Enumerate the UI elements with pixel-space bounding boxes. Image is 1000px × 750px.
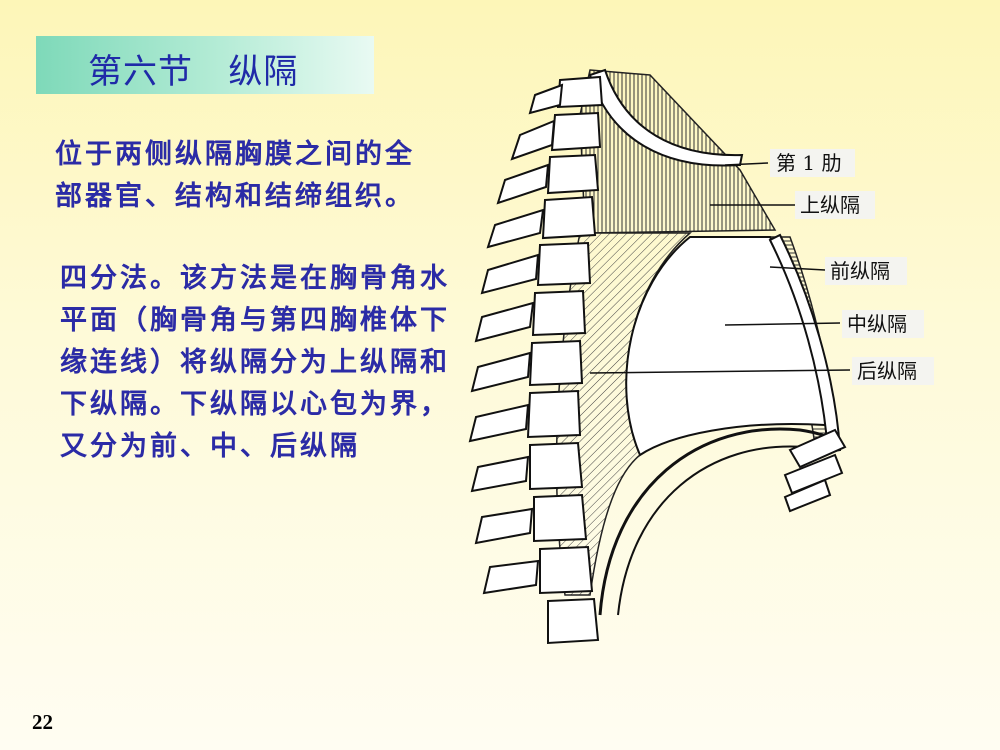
- slide-title: 第六节 纵隔: [88, 52, 299, 92]
- definition-paragraph: 位于两侧纵隔胸膜之间的全部器官、结构和结缔组织。: [55, 139, 415, 212]
- title-bar: 第六节 纵隔: [36, 36, 374, 94]
- label-posterior-mediastinum: 后纵隔: [857, 359, 917, 383]
- page-number: 22: [32, 710, 53, 734]
- vertebral-column: [468, 75, 604, 645]
- label-anterior-mediastinum: 前纵隔: [830, 259, 890, 283]
- division-paragraph: 四分法。该方法是在胸骨角水平面（胸骨角与第四胸椎体下缘连线）将纵隔分为上纵隔和下…: [60, 263, 450, 462]
- label-middle-mediastinum: 中纵隔: [847, 312, 907, 336]
- diagram-labels: 第 1 肋 上纵隔 前纵隔 中纵隔 后纵隔: [770, 149, 934, 385]
- first-rib: [588, 68, 744, 167]
- mediastinum-diagram: 第 1 肋 上纵隔 前纵隔 中纵隔 后纵隔: [468, 68, 934, 645]
- label-first-rib: 第 1 肋: [776, 151, 841, 175]
- label-superior-mediastinum: 上纵隔: [800, 193, 860, 217]
